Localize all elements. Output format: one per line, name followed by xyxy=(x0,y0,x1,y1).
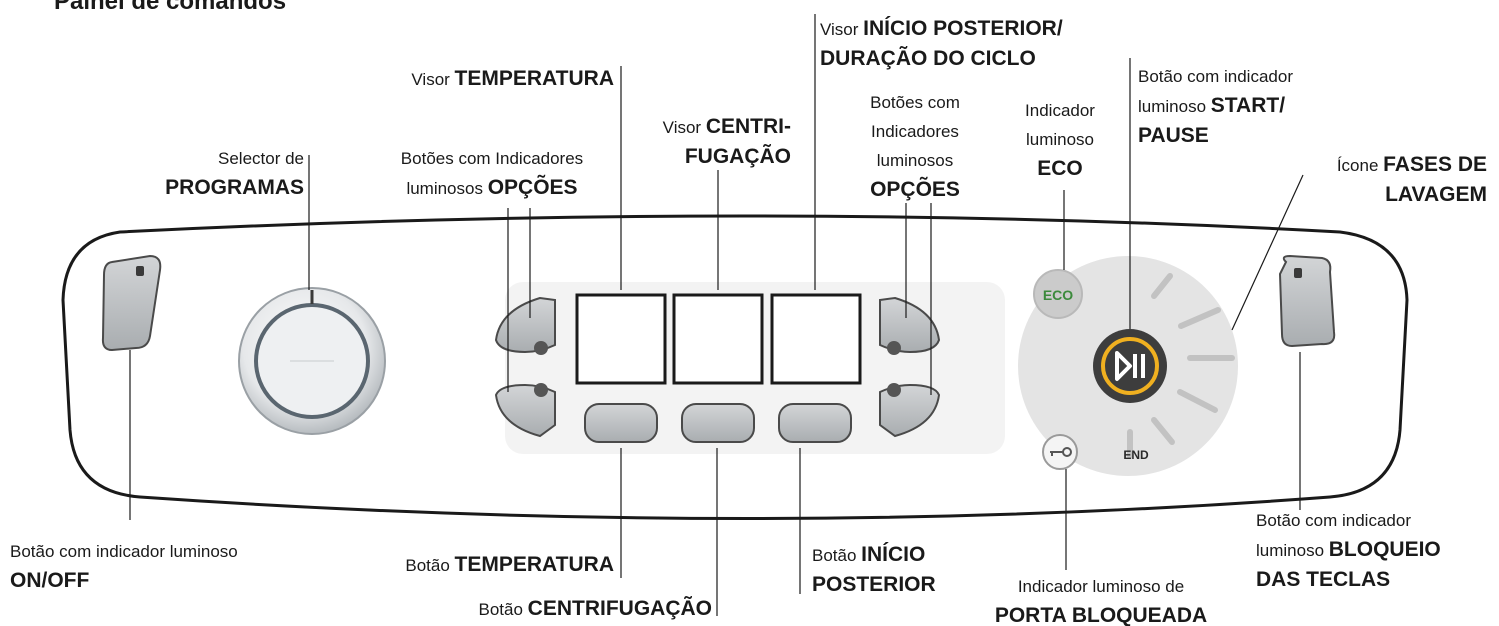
page-title: Painel de comandos xyxy=(54,0,287,15)
key-icon xyxy=(1042,434,1078,470)
display-spin xyxy=(672,293,764,385)
wash-phase-bars xyxy=(1127,273,1235,459)
label-visor-centrifugacao: Visor CENTRI-FUGAÇÃO xyxy=(662,115,791,168)
label-visor-inicio: Visor INÍCIO POSTERIOR/DURAÇÃO DO CICLO xyxy=(820,17,1063,70)
eco-icon-text: ECO xyxy=(1043,287,1073,303)
label-botao-temperatura: Botão TEMPERATURA xyxy=(405,553,614,576)
eco-indicator xyxy=(1033,269,1083,319)
on-off-button xyxy=(101,254,162,352)
left-option-buttons xyxy=(494,296,556,438)
leader-lines xyxy=(129,14,1304,616)
key-lock-button xyxy=(1278,254,1336,348)
display-temperature xyxy=(575,293,667,385)
label-botao-centrifugacao: Botão CENTRIFUGAÇÃO xyxy=(478,597,712,620)
end-label: END xyxy=(1123,448,1149,462)
program-selector-knob xyxy=(238,287,386,435)
display-delay-start xyxy=(770,293,862,385)
play-pause-icon xyxy=(1093,329,1167,403)
spin-button xyxy=(681,403,755,443)
label-visor-temperatura: Visor TEMPERATURA xyxy=(411,67,614,90)
temperature-button xyxy=(584,403,658,443)
delay-start-button xyxy=(778,403,852,443)
